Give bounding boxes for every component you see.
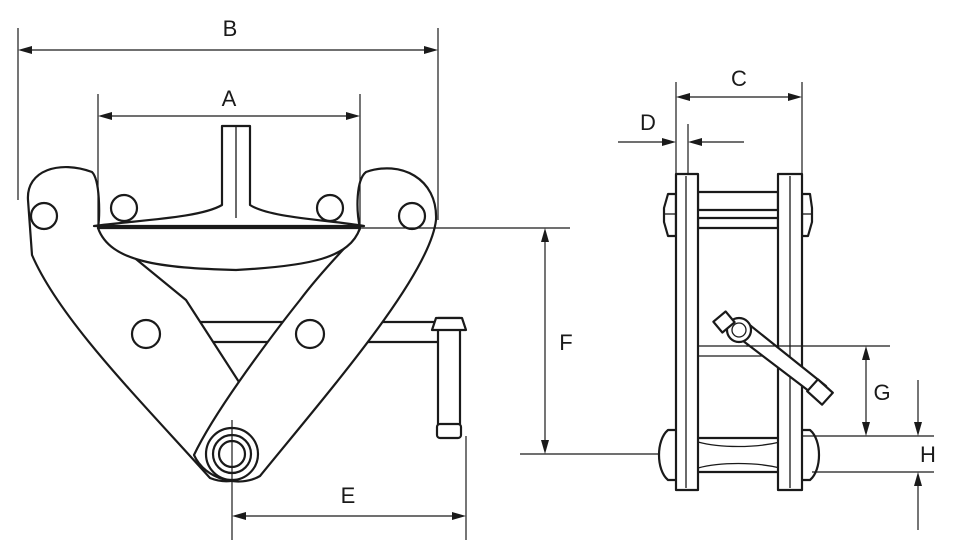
dimension-d: D (618, 110, 744, 174)
dimension-h: H (812, 380, 936, 530)
screw-spindle (188, 316, 468, 440)
label-a: A (222, 86, 237, 111)
label-h: H (920, 442, 936, 467)
label-f: F (559, 330, 572, 355)
dimension-g: G (746, 345, 934, 437)
label-e: E (341, 483, 356, 508)
dimension-b: B (17, 16, 439, 220)
jaw-pins (29, 193, 427, 350)
label-d: D (640, 110, 656, 135)
i-beam (92, 124, 366, 272)
dimension-f: F (360, 227, 670, 455)
left-side-plate (674, 172, 700, 492)
adjusting-screw (712, 310, 834, 406)
dimension-e: E (231, 420, 467, 540)
front-view: A B E F (17, 16, 670, 540)
label-c: C (731, 66, 747, 91)
side-view: C D G H (618, 66, 936, 530)
dimension-a: A (97, 86, 361, 228)
label-b: B (223, 16, 238, 41)
dimension-c: C (675, 66, 803, 174)
label-g: G (873, 380, 890, 405)
